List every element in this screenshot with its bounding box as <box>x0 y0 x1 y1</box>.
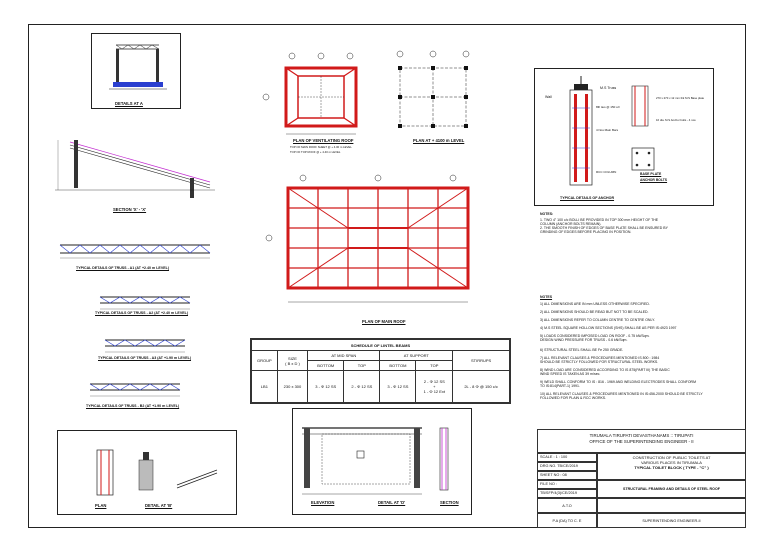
main-note: 4) M.S STEEL SQUARE HOLLOW SECTIONS (SHS… <box>540 326 677 330</box>
schedule-cell-stirrups: 2L - 8 Φ @ 150 c/c <box>452 370 510 403</box>
label-anchor-bolts: 16 dia. M.S Anchor bolts - 4 nos <box>656 118 696 122</box>
roof-note-2: TOP OF TOP ROOF @ + 4.40 m LEVEL <box>290 150 341 154</box>
schedule-cell-mid-bottom: 3 - Φ 12 SS <box>307 370 345 403</box>
title-block: TIRUMALA TIRUPATI DEVASTHANAMS :: TIRUPA… <box>537 429 746 528</box>
ventilating-roof-caption: PLAN OF VENTILATING ROOF <box>293 138 354 143</box>
drawing-title-cell: STRUCTURAL FRAMING AND DETAILS OF STEEL … <box>597 480 746 498</box>
elevation-box <box>292 408 472 515</box>
truss-b2-drawing <box>89 383 181 397</box>
schedule-header-mid-bottom: BOTTOM <box>307 360 345 371</box>
anchor-note: GRINDING OF EDGES BEFORE PLACING IN POSI… <box>540 230 632 234</box>
schedule-header-mid-top: TOP <box>343 360 381 371</box>
blank-cell <box>597 498 746 513</box>
org-name: TIRUMALA TIRUPATI DEVASTHANAMS :: TIRUPA… <box>589 433 694 438</box>
drg-no-cell: DRG NO. TB/CE/2019 <box>537 462 597 471</box>
main-note: 9) WELD SHALL CONFORM TO IS : 816 - 1969… <box>540 380 696 384</box>
anchor-note: 1. TWO 4" 100 c/c BOLLI BE PROVIDED IN T… <box>540 218 659 222</box>
base-plate-caption: BASE PLATE <box>640 172 662 176</box>
schedule-cell-sup-top: 2 - Φ 12 SS+1 - Φ 12 Ext <box>415 370 454 403</box>
sheet-cell: SHEET NO : 08 <box>537 471 597 480</box>
label-main-bars: 4 Nos Main Bars <box>596 128 619 132</box>
schedule-cell-mid-top: 2 - Φ 12 SS <box>343 370 381 403</box>
project-cell: CONSTRUCTION OF PUBLIC TOILETS AT VARIOU… <box>597 453 746 480</box>
anchor-detail-caption: TYPICAL DETAILS OF ANCHOR <box>560 196 615 200</box>
main-note: 10) ALL RELEVANT CLAUSES & PROCEDURES ME… <box>540 392 703 396</box>
label-ties: 8Φ ties @ 150 c/c <box>596 105 620 109</box>
file-value-cell: TB/SFP/4(3)/CE/2019 <box>537 489 597 498</box>
main-note: 1) ALL DIMENSIONS ARE IN mm UNLESS OTHER… <box>540 302 650 306</box>
anchor-bolts-caption: ANCHOR BOLTS <box>640 178 668 182</box>
truss-a2-caption: TYPICAL DETAILS OF TRUSS - A2 (AT +2.40 … <box>95 311 189 315</box>
schedule-title: SCHEDULE OF LINTEL BEAMS <box>251 339 510 351</box>
plan-detail-drawing <box>96 449 218 496</box>
truss-a3-drawing <box>104 339 186 353</box>
label-rcc-column: RCC COLUMN <box>596 170 617 174</box>
anchor-notes-heading: NOTES: <box>540 212 554 216</box>
title-block-header: TIRUMALA TIRUPATI DEVASTHANAMS :: TIRUPA… <box>537 429 746 453</box>
lintel-plan <box>396 50 470 128</box>
drawing-border <box>28 24 746 528</box>
office-name: OFFICE OF THE SUPERINTENDING ENGINEER - … <box>589 439 694 444</box>
main-note: FOLLOWED FOR PLAIN & RCC WORKS. <box>540 396 607 400</box>
truss-a3-caption: TYPICAL DETAILS OF TRUSS - A3 (AT +1.90 … <box>98 356 192 360</box>
main-note: 6) STRUCTURAL STEEL SHALL BE Fe 250 GRAD… <box>540 348 624 352</box>
schedule-header-stirrups: STIRRUPS <box>452 350 510 371</box>
elevation-drawing <box>302 427 449 495</box>
detail-b-caption: DETAIL AT 'B' <box>145 503 173 508</box>
file-no-cell: FILE NO : <box>537 480 597 489</box>
detail-a-box <box>91 33 181 109</box>
roof-note-1: TOP OF MAIN ROOF SHEET @ + 4.00 m LEVEL <box>290 145 352 149</box>
main-note: WIND SPEED IS TAKEN AS 39 m/sec. <box>540 372 601 376</box>
section-xx-caption: SECTION 'X' - 'X' <box>113 207 147 212</box>
schedule-cell-sup-bottom: 3 - Φ 12 SS <box>379 370 417 403</box>
schedule-header-mid: AT MID SPAN <box>307 350 381 361</box>
anchor-detail-drawing <box>569 76 655 186</box>
ventilating-roof-plan <box>262 52 358 135</box>
main-note: DESIGN WIND PRESSURE FOR TRUSS - 0.6 kN/… <box>540 338 628 342</box>
schedule-header-support: AT SUPPORT <box>379 350 454 361</box>
truss-b2-caption: TYPICAL DETAILS OF TRUSS - B2 (AT +1.90 … <box>86 404 180 408</box>
main-note: 3) ALL DIMENSIONS REFER TO COLUMN CENTRE… <box>540 318 656 322</box>
pa-cell: P.A (DA) TO C. E <box>537 513 597 528</box>
schedule-header-group: GROUP <box>251 350 278 371</box>
anchor-detail-box <box>534 68 714 206</box>
schedule-header-sup-bottom: BOTTOM <box>379 360 417 371</box>
main-note: TO IS:814(PART-1) 1991. <box>540 384 580 388</box>
schedule-header-sup-top: TOP <box>415 360 454 371</box>
main-note: 8) WIND LOAD ARE CONSIDERED ACCORDING TO… <box>540 368 670 372</box>
main-note: 7) ALL RELEVANT CLAUSES & PROCEDURES MEN… <box>540 356 660 360</box>
main-roof-plan <box>265 174 470 303</box>
anchor-note: 2. THE SMOOTH FINISH OF EDGES OF BASE PL… <box>540 226 668 230</box>
schedule-cell-group: LB1 <box>251 370 278 403</box>
lintel-schedule-table: SCHEDULE OF LINTEL BEAMS GROUP SIZE( B x… <box>250 338 511 404</box>
truss-a1-drawing <box>59 244 211 259</box>
schedule-cell-size: 230 x 300 <box>276 370 309 403</box>
plan-detail-box <box>57 430 237 515</box>
label-ms-truss: M.S Truss <box>600 86 617 90</box>
main-note: SHOULD BE STRICTLY FOLLOWED FOR STRUCTUR… <box>540 360 659 364</box>
detail-d-caption: DETAIL AT 'D' <box>378 500 406 505</box>
detail-a-caption: DETAILS AT A <box>115 101 143 106</box>
main-roof-caption: PLAN OF MAIN ROOF <box>362 319 406 324</box>
truss-a1-caption: TYPICAL DETAILS OF TRUSS - A1 (AT +2.40 … <box>76 266 170 270</box>
label-base-plate-spec: 270 x 270 x 12 mm thk M.S Base plate <box>656 96 705 100</box>
label-wall: Wall <box>545 95 552 99</box>
ato-cell: A.T.O <box>537 498 597 513</box>
schedule-header-size: SIZE( B x D ) <box>276 350 309 371</box>
elevation-caption: ELEVATION <box>311 500 335 505</box>
detail-a-drawing <box>109 44 167 90</box>
main-notes-heading: NOTES <box>540 295 553 299</box>
section-caption: SECTION <box>440 500 459 505</box>
anchor-note: COLUMN (ANCHOR BOLTS REMAIN). <box>540 222 602 226</box>
plan-caption: PLAN <box>95 503 107 508</box>
main-note: 2) ALL DIMENSIONS SHOULD BE READ BUT NOT… <box>540 310 649 314</box>
se-cell: SUPERINTENDING ENGINEER-II <box>597 513 746 528</box>
truss-a2-drawing <box>99 296 191 310</box>
section-xx-drawing <box>55 140 215 198</box>
lintel-plan-caption: PLAN AT + 4100 m LEVEL <box>413 138 465 143</box>
scale-cell: SCALE : 1 : 100 <box>537 453 597 462</box>
main-note: 5) LOADS CONSIDERED IMPOSED LOAD ON ROOF… <box>540 334 650 338</box>
